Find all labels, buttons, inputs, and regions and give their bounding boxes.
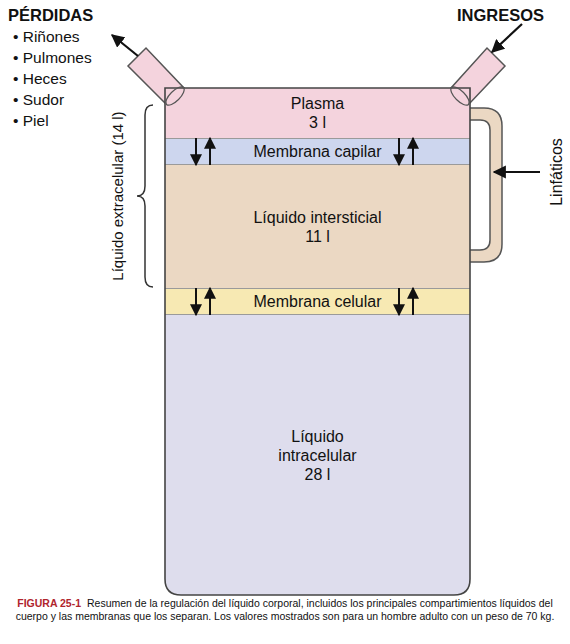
lymph-arrow bbox=[494, 171, 540, 173]
compartment-name: Membrana celular bbox=[253, 292, 381, 311]
jug-outline bbox=[165, 88, 470, 595]
extracellular-label: Líquido extracelular (14 l) bbox=[109, 111, 127, 281]
loss-arrow bbox=[112, 35, 138, 56]
compartment-name: Líquido intracelular bbox=[253, 427, 383, 465]
loss-route: • Sudor bbox=[13, 90, 64, 109]
interstitial-band: Líquido intersticial11 l bbox=[165, 165, 470, 288]
loss-route: • Pulmones bbox=[13, 48, 92, 67]
intracellular-band: Líquido intracelular28 l bbox=[165, 315, 470, 595]
extracellular-bracket bbox=[137, 105, 153, 287]
compartment-volume: 11 l bbox=[305, 227, 330, 246]
figure-caption: Resumen de la regulación del líquido cor… bbox=[16, 597, 555, 622]
jug-handle bbox=[468, 108, 502, 262]
caption-block: FIGURA 25-1Resumen de la regulación del … bbox=[14, 597, 556, 623]
intake-arrow bbox=[492, 24, 522, 52]
membrane-band: Membrana capilar bbox=[165, 138, 470, 165]
lymph-label: Linfáticos bbox=[547, 112, 566, 232]
loss-route: • Piel bbox=[13, 111, 49, 130]
intake-heading: INGRESOS bbox=[457, 5, 544, 25]
plasma-band: Plasma3 l bbox=[165, 88, 470, 138]
membrane-band: Membrana celular bbox=[165, 288, 470, 315]
compartment-volume: 28 l bbox=[305, 465, 331, 484]
loss-route: • Heces bbox=[13, 69, 67, 88]
figure-number: FIGURA 25-1 bbox=[17, 597, 81, 609]
compartment-name: Membrana capilar bbox=[253, 142, 381, 161]
losses-heading: PÉRDIDAS bbox=[8, 5, 93, 25]
compartment-name: Líquido intersticial bbox=[253, 208, 381, 227]
loss-route: • Riñones bbox=[13, 27, 80, 46]
compartment-name: Plasma bbox=[291, 94, 344, 113]
compartment-volume: 3 l bbox=[309, 113, 326, 132]
